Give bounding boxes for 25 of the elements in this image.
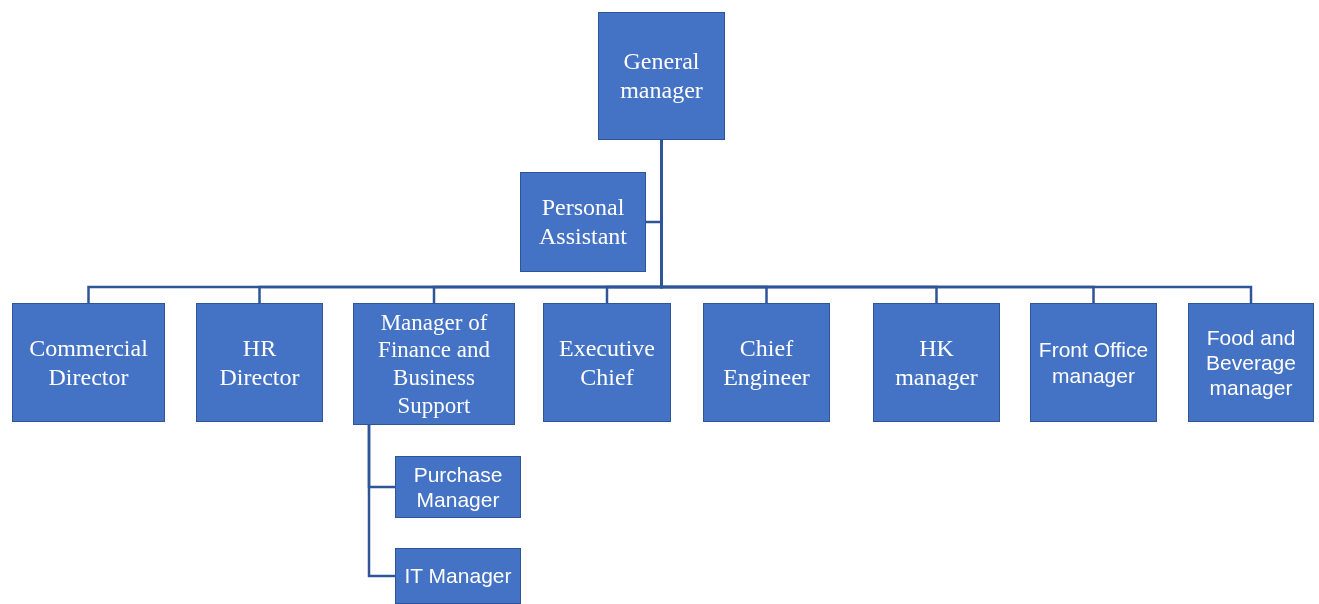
position-box (353, 303, 515, 425)
position-title: Executive Chief (558, 333, 656, 392)
position-title: HR Director (218, 333, 301, 392)
position-box (12, 303, 165, 422)
position-title: Food and Beverage manager (1205, 324, 1297, 401)
position-box (395, 456, 521, 518)
position-title: Front Office manager (1037, 337, 1150, 388)
position-box (395, 548, 521, 604)
position-title: HK manager (894, 333, 979, 392)
position-box (543, 303, 671, 422)
position-title: Personal Assistant (538, 193, 628, 251)
position-box (703, 303, 830, 422)
position-title: General manager (619, 47, 704, 105)
position-box (196, 303, 323, 422)
connector-line (367, 425, 395, 578)
position-box (1030, 303, 1157, 422)
position-title: IT Manager (404, 563, 512, 589)
position-box (873, 303, 1000, 422)
position-box (520, 172, 646, 272)
position-title: Commercial Director (28, 333, 149, 392)
position-title: Purchase Manager (412, 461, 504, 513)
position-box (598, 12, 725, 140)
position-title: Chief Engineer (722, 333, 811, 392)
position-title: Manager of Finance and Business Support (377, 308, 491, 420)
position-box (1188, 303, 1314, 422)
